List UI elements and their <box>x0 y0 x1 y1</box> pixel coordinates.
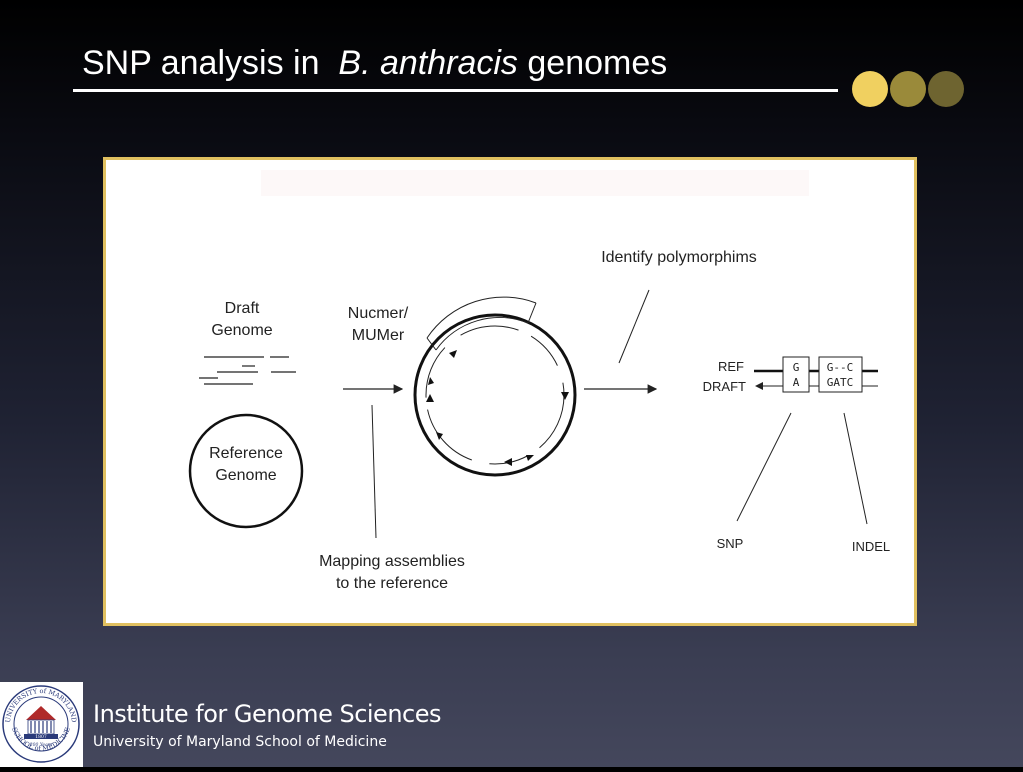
alignment-circle <box>413 296 577 477</box>
diagram-panel: Draft Genome Reference Genome Nucmer/ MU… <box>103 157 917 626</box>
identify-pointer <box>618 289 650 364</box>
reference-genome-line2: Genome <box>215 467 276 484</box>
reference-genome-line1: Reference <box>209 445 283 462</box>
svg-text:1807: 1807 <box>35 734 47 740</box>
svg-text:200 Years: 200 Years <box>29 742 53 748</box>
snp-pointer <box>736 412 792 522</box>
indel-ref-seq: G--C <box>827 361 854 374</box>
title-suffix: genomes <box>527 44 668 82</box>
school-name: University of Maryland School of Medicin… <box>93 734 387 750</box>
title-prefix: SNP analysis in <box>82 44 320 82</box>
mapping-pointer <box>371 404 377 539</box>
dot-icon-1 <box>852 71 888 107</box>
identify-label: Identify polymorphims <box>601 249 757 266</box>
snp-pipeline-diagram: Draft Genome Reference Genome Nucmer/ MU… <box>188 170 890 592</box>
snp-label: SNP <box>717 536 744 551</box>
indel-label: INDEL <box>852 539 890 554</box>
university-seal: UNIVERSITY of MARYLAND SCHOOL of MEDICIN… <box>0 682 83 767</box>
snp-box <box>782 356 810 393</box>
title-italic: B. anthracis <box>338 44 518 82</box>
nucmer-line1: Nucmer/ <box>348 305 409 322</box>
indel-draft-seq: GATC <box>827 376 854 389</box>
title-underline <box>73 89 838 92</box>
reference-genome-circle <box>188 413 304 529</box>
institute-name: Institute for Genome Sciences <box>93 700 442 728</box>
indel-pointer <box>843 412 868 525</box>
snp-draft-base: A <box>793 376 800 389</box>
ref-label: REF <box>718 359 744 374</box>
draft-contigs <box>199 356 296 385</box>
mapping-line2: to the reference <box>336 575 448 592</box>
indel-box <box>818 356 863 393</box>
mapping-line1: Mapping assemblies <box>319 553 465 570</box>
top-band <box>261 170 809 196</box>
seal-icon: UNIVERSITY of MARYLAND SCHOOL of MEDICIN… <box>2 685 80 763</box>
snp-ref-base: G <box>793 361 800 374</box>
draft-genome-line1: Draft <box>225 300 260 317</box>
draft-genome-line2: Genome <box>211 322 272 339</box>
dot-icon-2 <box>890 71 926 107</box>
slide-title: SNP analysis in B. anthracis genomes <box>82 44 667 83</box>
dot-icon-3 <box>928 71 964 107</box>
draft-label: DRAFT <box>703 379 746 394</box>
nucmer-line2: MUMer <box>352 327 405 344</box>
